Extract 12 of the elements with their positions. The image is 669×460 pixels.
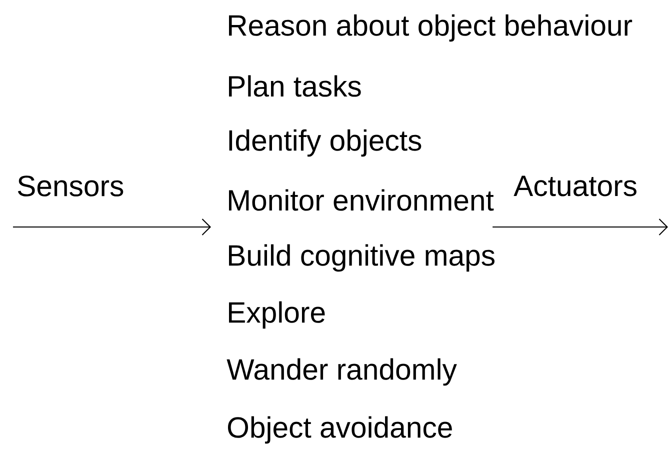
- arrow: [492, 218, 668, 236]
- behaviour-label: Explore: [229, 301, 325, 329]
- behaviour-label: Wander randomly: [226, 358, 457, 386]
- behaviour-label: Plan tasks: [229, 75, 361, 97]
- edge-label: Actuators: [514, 176, 636, 196]
- behaviour-label: Monitor environment: [229, 189, 494, 211]
- behaviour-label: Build cognitive maps: [229, 244, 494, 272]
- behaviour-label: Identify objects: [229, 129, 422, 157]
- arrow: [13, 218, 211, 236]
- behaviour-label: Object avoidance: [228, 416, 452, 444]
- behaviour-label: Reason about object behaviour: [229, 14, 632, 42]
- edge-label: Sensors: [18, 176, 124, 196]
